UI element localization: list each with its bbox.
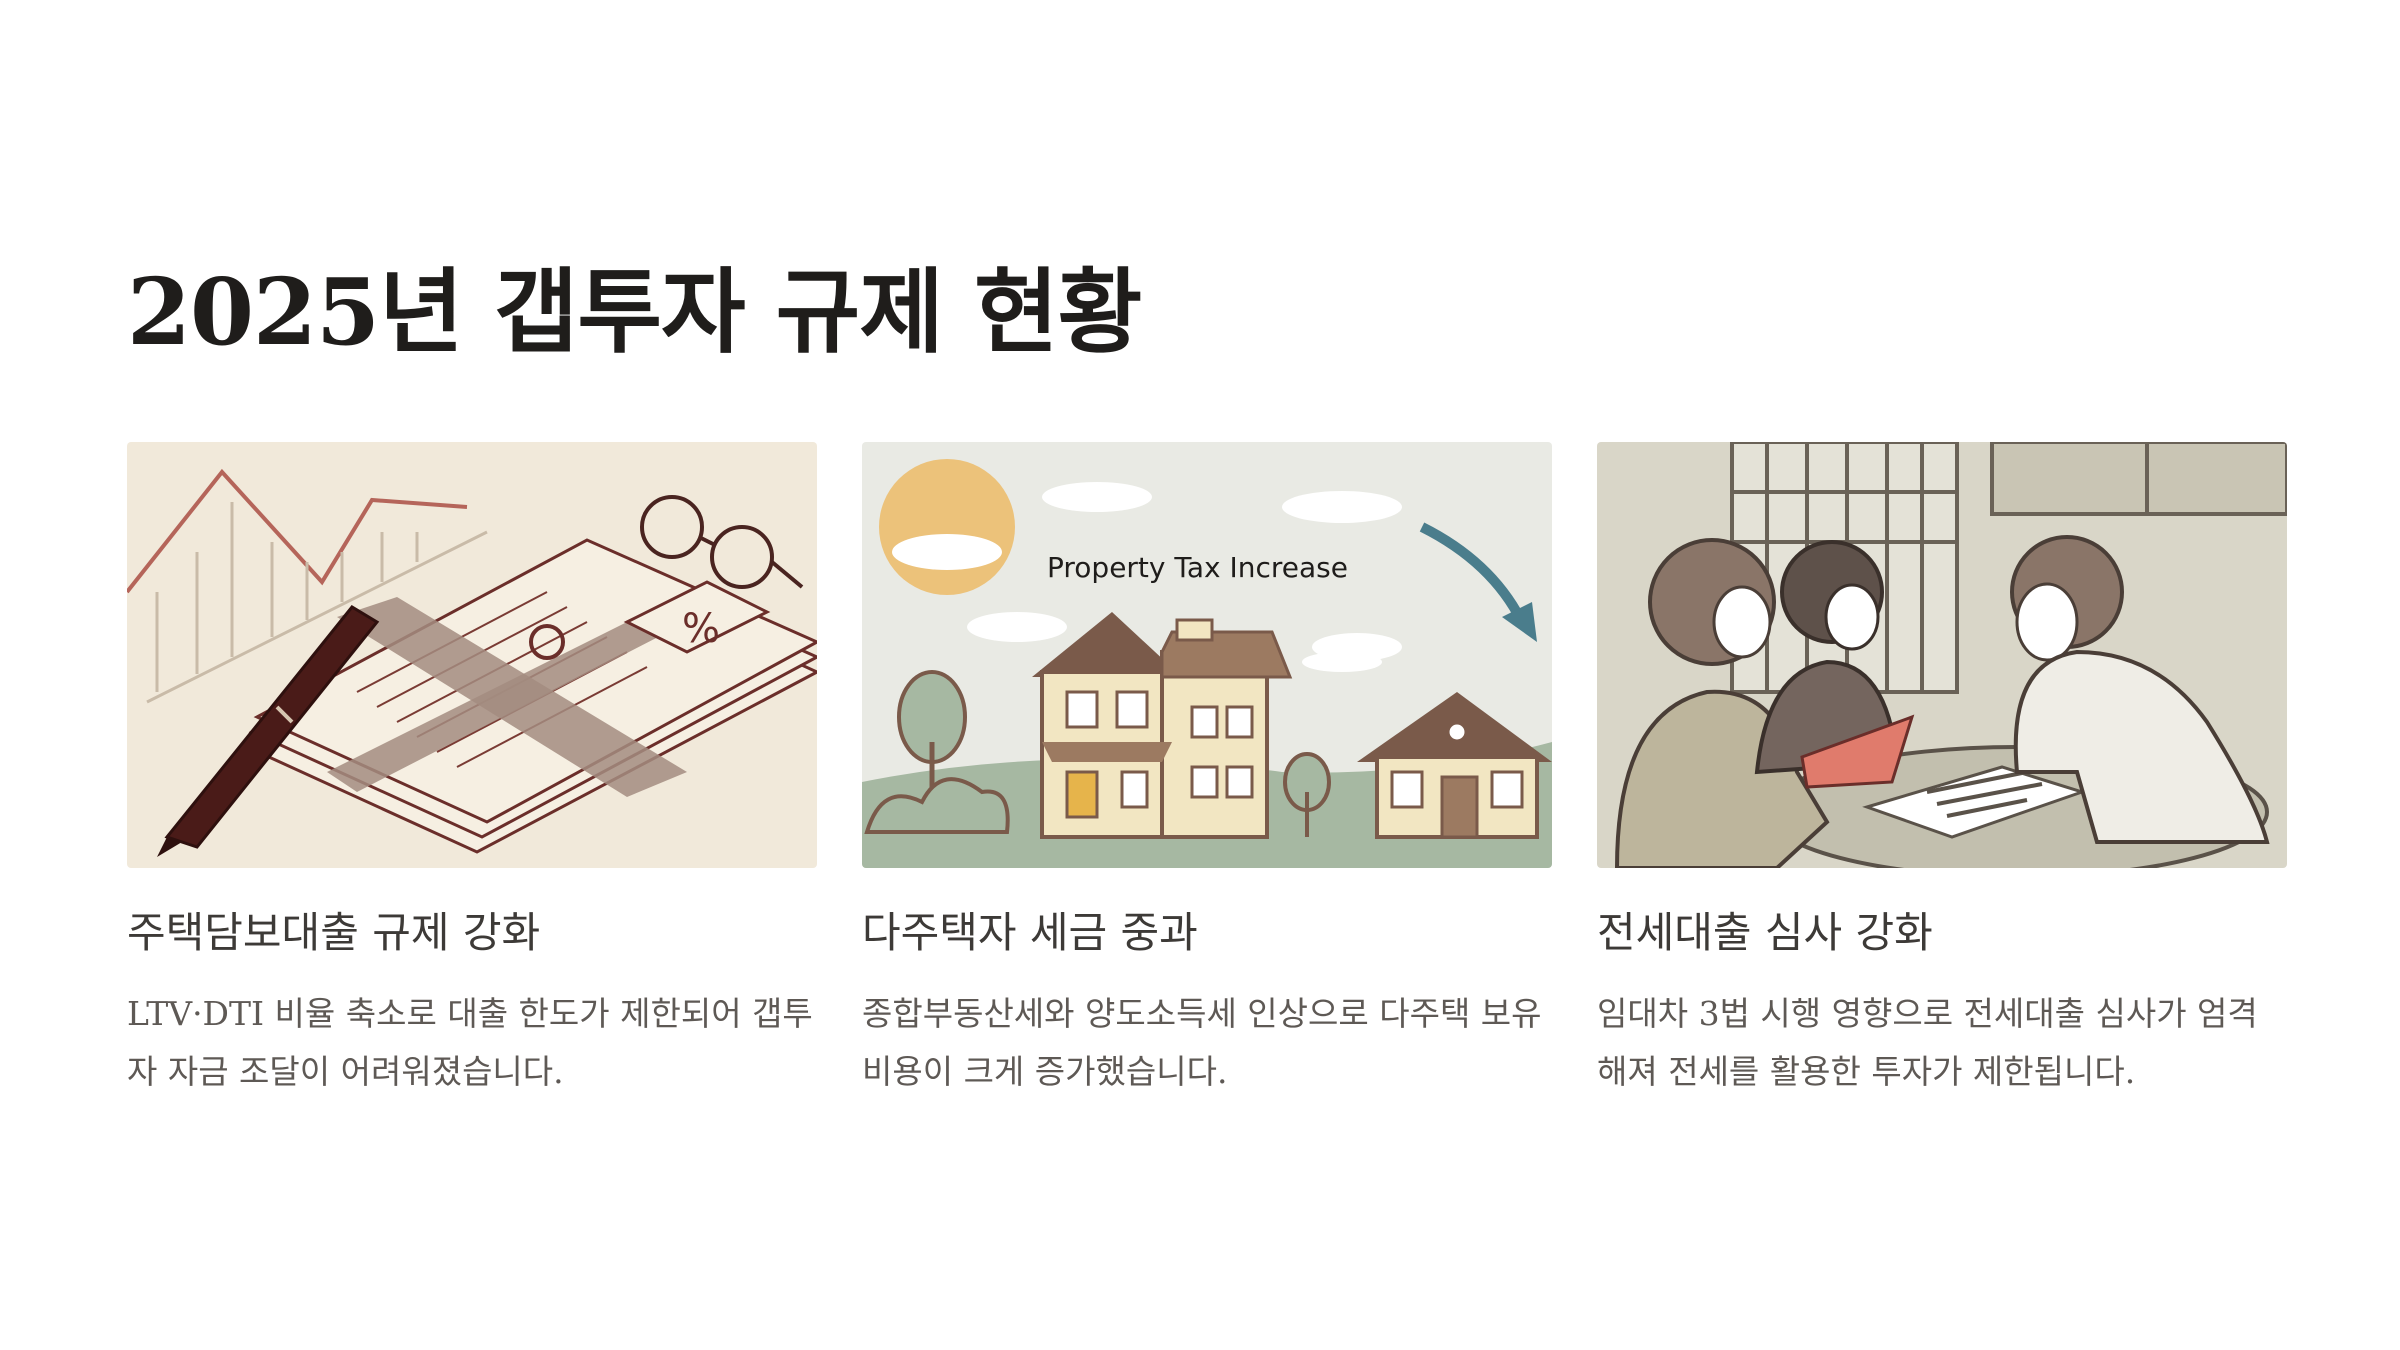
card-title: 전세대출 심사 강화 xyxy=(1597,908,1933,957)
percent-label: % xyxy=(682,606,720,652)
banner-text: Property Tax Increase xyxy=(1047,551,1348,584)
page-title: 2025년 갭투자 규제 현황 xyxy=(127,258,1142,366)
houses-tax-illustration: Property Tax Increase xyxy=(862,442,1552,868)
card-title: 주택담보대출 규제 강화 xyxy=(127,908,541,957)
loan-documents-illustration: % xyxy=(127,442,817,868)
consultation-illustration xyxy=(1597,442,2287,868)
card-description: LTV·DTI 비율 축소로 대출 한도가 제한되어 갭투자 자금 조달이 어려… xyxy=(127,993,813,1091)
card-title: 다주택자 세금 중과 xyxy=(862,908,1198,957)
card-multi-home-tax: Property Tax Increase xyxy=(862,442,1552,1101)
card-jeonse-loan-screening: 전세대출 심사 강화 임대차 3법 시행 영향으로 전세대출 심사가 엄격해져 … xyxy=(1597,442,2287,1101)
card-description: 종합부동산세와 양도소득세 인상으로 다주택 보유 비용이 크게 증가했습니다. xyxy=(862,993,1542,1091)
card-description: 임대차 3법 시행 영향으로 전세대출 심사가 엄격해져 전세를 활용한 투자가… xyxy=(1597,993,2258,1091)
card-mortgage-regulation: % 주택담보대출 규제 강화 LTV·DTI 비율 축소로 대출 한도가 제한되… xyxy=(127,442,817,1101)
